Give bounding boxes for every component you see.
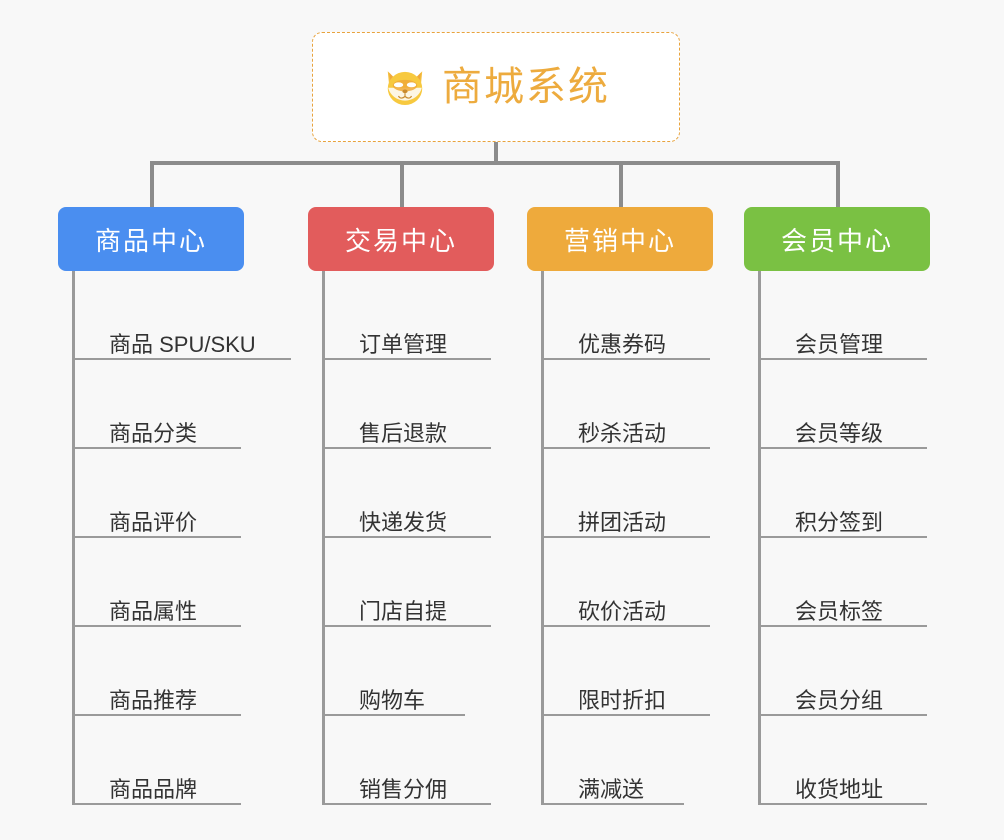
category-column-marketing: 营销中心 优惠券码 秒杀活动 拼团活动 砍价活动 限时折扣 满减送 xyxy=(527,207,713,805)
leaf-underline xyxy=(544,358,710,360)
leaf-underline xyxy=(761,625,927,627)
leaf-label: 商品分类 xyxy=(109,420,198,446)
shiba-dog-icon xyxy=(382,64,428,110)
leaf-underline xyxy=(75,714,241,716)
leaf-underline xyxy=(761,358,927,360)
connector-drop-营销中心 xyxy=(619,161,623,207)
leaf-item[interactable]: 优惠券码 xyxy=(544,271,713,360)
leaf-underline xyxy=(761,536,927,538)
leaf-label: 秒杀活动 xyxy=(578,420,667,446)
leaf-item[interactable]: 限时折扣 xyxy=(544,627,713,716)
leaf-list-trade: 订单管理 售后退款 快递发货 门店自提 购物车 销售分佣 xyxy=(322,271,494,805)
leaf-label: 优惠券码 xyxy=(578,331,667,357)
leaf-item[interactable]: 商品属性 xyxy=(75,538,244,627)
leaf-underline xyxy=(544,536,710,538)
leaf-item[interactable]: 购物车 xyxy=(325,627,494,716)
leaf-item[interactable]: 商品 SPU/SKU xyxy=(75,271,291,360)
connector-drop-交易中心 xyxy=(400,161,404,207)
leaf-underline xyxy=(761,447,927,449)
leaf-label: 会员等级 xyxy=(795,420,884,446)
leaf-underline xyxy=(761,714,927,716)
leaf-label: 会员管理 xyxy=(795,331,884,357)
leaf-item[interactable]: 快递发货 xyxy=(325,449,494,538)
leaf-label: 商品推荐 xyxy=(109,687,198,713)
leaf-underline xyxy=(325,625,491,627)
category-header-trade[interactable]: 交易中心 xyxy=(308,207,494,271)
leaf-label: 商品品牌 xyxy=(109,776,198,802)
leaf-label: 售后退款 xyxy=(359,420,448,446)
category-column-member: 会员中心 会员管理 会员等级 积分签到 会员标签 会员分组 收货地址 xyxy=(744,207,930,805)
category-column-product: 商品中心 商品 SPU/SKU 商品分类 商品评价 商品属性 商品推荐 商品品牌 xyxy=(58,207,291,805)
leaf-item[interactable]: 会员标签 xyxy=(761,538,930,627)
connector-drop-商品中心 xyxy=(150,161,154,207)
leaf-list-product: 商品 SPU/SKU 商品分类 商品评价 商品属性 商品推荐 商品品牌 xyxy=(72,271,291,805)
leaf-underline xyxy=(544,803,684,805)
leaf-item[interactable]: 会员分组 xyxy=(761,627,930,716)
root-node-mall-system[interactable]: 商城系统 xyxy=(312,32,680,142)
connector-root-stem xyxy=(494,142,498,164)
category-title: 商品中心 xyxy=(94,225,207,256)
root-title: 商城系统 xyxy=(442,65,610,109)
leaf-label: 购物车 xyxy=(359,687,426,713)
leaf-item[interactable]: 商品品牌 xyxy=(75,716,244,805)
leaf-label: 限时折扣 xyxy=(578,687,667,713)
leaf-item[interactable]: 销售分佣 xyxy=(325,716,494,805)
leaf-label: 订单管理 xyxy=(359,331,448,357)
category-header-product[interactable]: 商品中心 xyxy=(58,207,244,271)
leaf-label: 会员分组 xyxy=(795,687,884,713)
category-title: 营销中心 xyxy=(563,225,676,256)
leaf-item[interactable]: 会员等级 xyxy=(761,360,930,449)
leaf-item[interactable]: 收货地址 xyxy=(761,716,930,805)
leaf-underline xyxy=(544,625,710,627)
leaf-item[interactable]: 商品推荐 xyxy=(75,627,244,716)
leaf-item[interactable]: 售后退款 xyxy=(325,360,494,449)
leaf-item[interactable]: 拼团活动 xyxy=(544,449,713,538)
leaf-label: 销售分佣 xyxy=(359,776,448,802)
leaf-underline xyxy=(544,447,710,449)
leaf-underline xyxy=(325,358,491,360)
category-column-trade: 交易中心 订单管理 售后退款 快递发货 门店自提 购物车 销售分佣 xyxy=(308,207,494,805)
leaf-label: 满减送 xyxy=(578,776,645,802)
leaf-label: 商品属性 xyxy=(109,598,198,624)
category-title: 会员中心 xyxy=(780,225,893,256)
leaf-underline xyxy=(325,447,491,449)
leaf-item[interactable]: 砍价活动 xyxy=(544,538,713,627)
leaf-label: 积分签到 xyxy=(795,509,884,535)
leaf-list-marketing: 优惠券码 秒杀活动 拼团活动 砍价活动 限时折扣 满减送 xyxy=(541,271,713,805)
leaf-item[interactable]: 秒杀活动 xyxy=(544,360,713,449)
leaf-underline xyxy=(544,714,710,716)
leaf-label: 拼团活动 xyxy=(578,509,667,535)
leaf-item[interactable]: 商品分类 xyxy=(75,360,244,449)
leaf-underline xyxy=(325,803,491,805)
leaf-item[interactable]: 商品评价 xyxy=(75,449,244,538)
leaf-item[interactable]: 会员管理 xyxy=(761,271,930,360)
leaf-underline xyxy=(75,536,241,538)
leaf-label: 商品 SPU/SKU xyxy=(109,331,256,357)
leaf-item[interactable]: 门店自提 xyxy=(325,538,494,627)
connector-horizontal-bar xyxy=(150,161,840,165)
leaf-item[interactable]: 满减送 xyxy=(544,716,713,805)
category-title: 交易中心 xyxy=(344,225,457,256)
leaf-label: 会员标签 xyxy=(795,598,884,624)
leaf-underline xyxy=(75,358,291,360)
leaf-label: 快递发货 xyxy=(359,509,448,535)
category-header-marketing[interactable]: 营销中心 xyxy=(527,207,713,271)
leaf-underline xyxy=(75,803,241,805)
leaf-label: 收货地址 xyxy=(795,776,884,802)
leaf-underline xyxy=(761,803,927,805)
leaf-label: 砍价活动 xyxy=(578,598,667,624)
leaf-underline xyxy=(325,714,465,716)
leaf-item[interactable]: 积分签到 xyxy=(761,449,930,538)
leaf-underline xyxy=(325,536,491,538)
leaf-underline xyxy=(75,625,241,627)
connector-drop-会员中心 xyxy=(836,161,840,207)
leaf-item[interactable]: 订单管理 xyxy=(325,271,494,360)
leaf-underline xyxy=(75,447,241,449)
category-header-member[interactable]: 会员中心 xyxy=(744,207,930,271)
leaf-list-member: 会员管理 会员等级 积分签到 会员标签 会员分组 收货地址 xyxy=(758,271,930,805)
leaf-label: 商品评价 xyxy=(109,509,198,535)
leaf-label: 门店自提 xyxy=(359,598,448,624)
